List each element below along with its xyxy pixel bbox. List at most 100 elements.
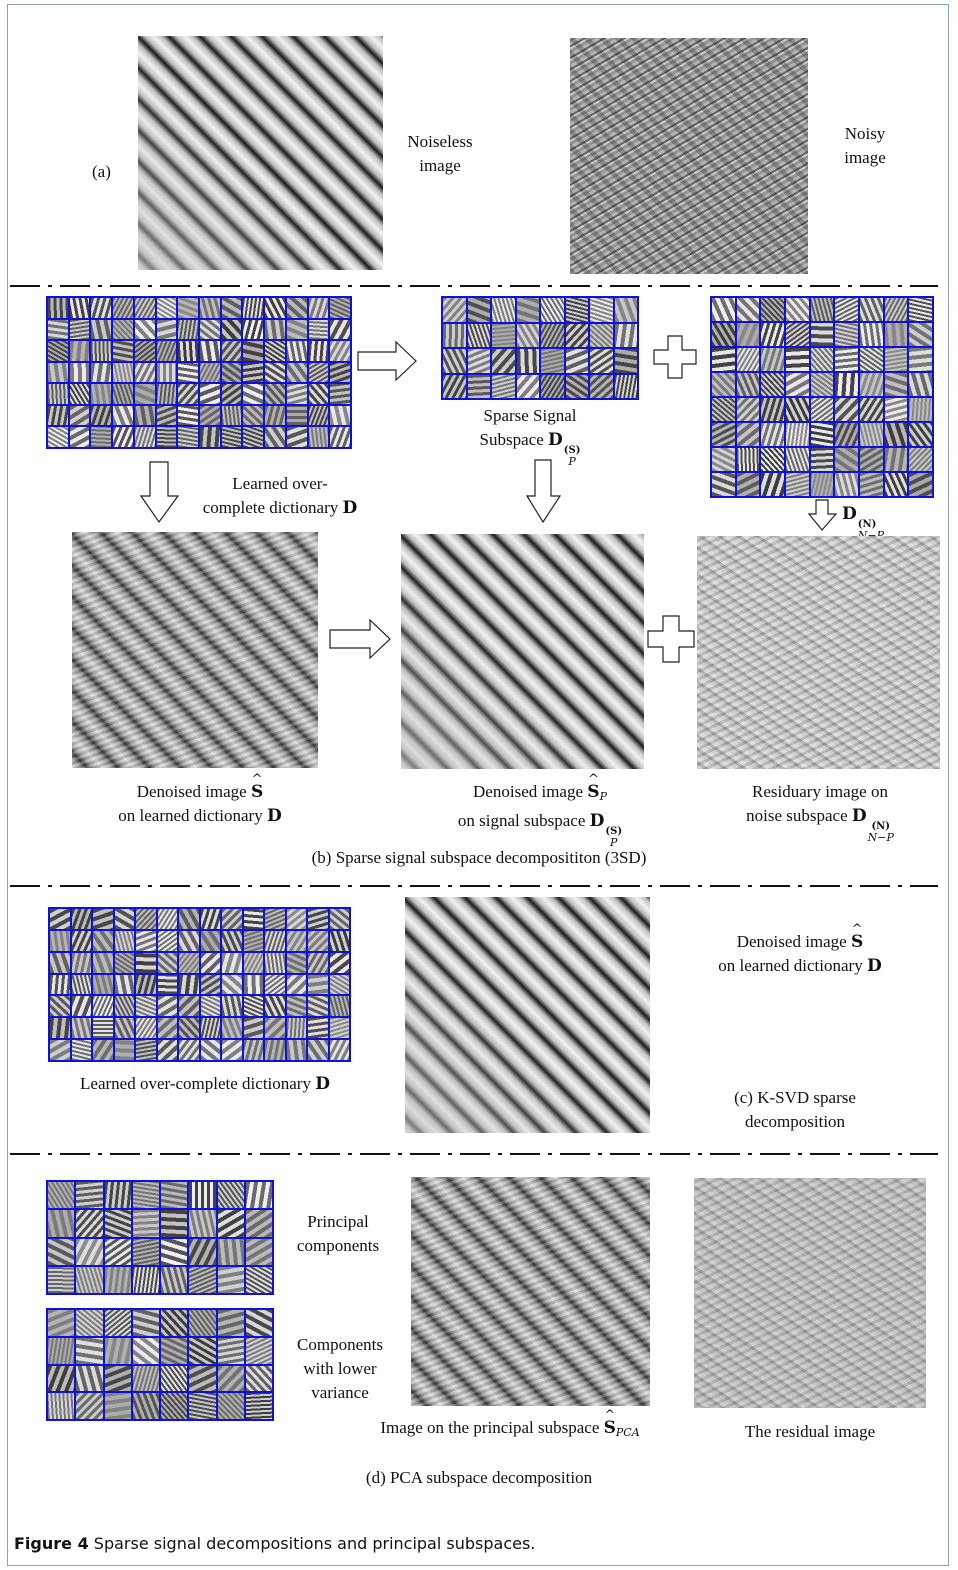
dictionary-atom xyxy=(265,974,285,995)
dictionary-atom xyxy=(48,362,68,383)
dictionary-atom xyxy=(156,319,177,340)
dictionary-atom xyxy=(189,1210,216,1237)
dictionary-atom xyxy=(785,348,809,371)
dictionary-atom xyxy=(308,384,329,404)
dictionary-atom xyxy=(761,423,784,446)
dictionary-atom xyxy=(243,909,263,929)
dictionary-atom xyxy=(443,323,466,347)
dictionary-atom xyxy=(265,405,285,426)
dictionary-atom xyxy=(69,405,90,426)
dictionary-atom xyxy=(516,323,539,347)
dictionary-atom xyxy=(199,405,220,426)
dictionary-atom xyxy=(157,996,177,1017)
dictionary-atom xyxy=(736,448,760,471)
dictionary-atom xyxy=(835,423,858,446)
dictionary-atom xyxy=(157,1040,177,1060)
dictionary-atom xyxy=(50,1018,70,1039)
dictionary-atom xyxy=(69,298,90,318)
dictionary-atom xyxy=(565,298,588,322)
dictionary-atom xyxy=(113,427,133,447)
dictionary-atom xyxy=(492,323,515,347)
dictionary-atom xyxy=(541,374,564,398)
dictionary-atom xyxy=(76,1210,103,1237)
learned-dictionary-grid xyxy=(46,296,352,449)
dictionary-atom xyxy=(308,405,329,426)
dictionary-atom xyxy=(286,974,306,995)
dictionary-atom xyxy=(736,348,760,371)
dictionary-atom xyxy=(761,398,784,421)
dictionary-atom xyxy=(161,1393,188,1419)
dictionary-atom xyxy=(136,909,156,929)
dictionary-atom xyxy=(761,298,784,321)
dictionary-atom xyxy=(909,448,932,471)
dictionary-atom xyxy=(217,1310,244,1336)
dictionary-atom xyxy=(785,423,809,446)
dictionary-atom xyxy=(265,319,285,340)
dictionary-atom xyxy=(541,298,564,322)
dictionary-atom xyxy=(308,974,328,995)
dictionary-atom xyxy=(93,909,113,929)
ksvd-dictionary-grid xyxy=(48,907,351,1062)
dictionary-atom xyxy=(884,473,908,496)
principal-subspace-label: Image on the principal subspace SPCA xyxy=(340,1416,680,1445)
dictionary-atom xyxy=(286,427,307,447)
pca-residual-label: The residual image xyxy=(744,1422,876,1441)
noise-subspace-label: D(N)N−P xyxy=(842,504,884,541)
dictionary-atom xyxy=(179,996,199,1017)
dictionary-atom xyxy=(132,1238,159,1265)
dictionary-atom xyxy=(200,1018,220,1039)
dictionary-atom xyxy=(265,384,285,404)
dictionary-atom xyxy=(91,341,112,361)
dictionary-atom xyxy=(467,349,490,373)
dictionary-atom xyxy=(104,1310,131,1336)
dictionary-atom xyxy=(104,1238,131,1265)
dictionary-atom xyxy=(71,1040,91,1060)
dictionary-atom xyxy=(835,448,858,471)
panel-c-caption: (c) K-SVD sparse decomposition xyxy=(734,1088,856,1131)
dictionary-atom xyxy=(265,930,285,951)
dictionary-atom xyxy=(859,348,883,371)
dictionary-atom xyxy=(222,952,242,973)
dictionary-atom xyxy=(835,348,858,371)
dictionary-atom xyxy=(859,373,883,396)
dictionary-atom xyxy=(810,423,834,446)
dictionary-atom xyxy=(590,349,613,373)
dictionary-atom xyxy=(157,974,177,995)
dictionary-atom xyxy=(245,1210,272,1237)
dictionary-atom xyxy=(50,930,70,951)
dictionary-atom xyxy=(161,1238,188,1265)
denoised-signal-subspace-label: Denoised image SP on signal subspace D(S… xyxy=(420,780,660,848)
ksvd-dictionary-label: Learned over-complete dictionary D xyxy=(80,1074,330,1094)
pca-residual-image xyxy=(694,1178,926,1408)
dictionary-atom xyxy=(217,1337,244,1364)
dictionary-atom xyxy=(91,319,112,340)
figure-caption: Figure 4 Sparse signal decompositions an… xyxy=(14,1534,535,1553)
principal-subspace-image xyxy=(411,1177,650,1406)
dictionary-atom xyxy=(467,374,490,398)
dictionary-atom xyxy=(884,398,908,421)
dictionary-atom xyxy=(243,952,263,973)
dictionary-atom xyxy=(157,930,177,951)
dictionary-atom xyxy=(91,362,112,383)
dictionary-atom xyxy=(113,298,133,318)
dictionary-atom xyxy=(308,1040,328,1060)
dictionary-atom xyxy=(308,319,329,340)
dictionary-atom xyxy=(286,384,307,404)
dictionary-atom xyxy=(199,319,220,340)
dictionary-atom xyxy=(286,1040,306,1060)
divider-c-d xyxy=(10,1153,938,1155)
residuary-image xyxy=(697,536,940,769)
dictionary-atom xyxy=(93,1018,113,1039)
dictionary-atom xyxy=(761,323,784,346)
dictionary-atom xyxy=(736,298,760,321)
dictionary-atom xyxy=(308,1018,328,1039)
denoised-image-learned xyxy=(72,532,318,768)
dictionary-atom xyxy=(178,319,198,340)
dictionary-atom xyxy=(161,1210,188,1237)
dictionary-atom xyxy=(48,1337,75,1364)
divider-a-b xyxy=(10,285,938,287)
dictionary-atom xyxy=(541,323,564,347)
ksvd-denoised-label: Denoised image S on learned dictionary D xyxy=(680,930,920,978)
dictionary-atom xyxy=(308,930,328,951)
dictionary-atom xyxy=(48,298,68,318)
